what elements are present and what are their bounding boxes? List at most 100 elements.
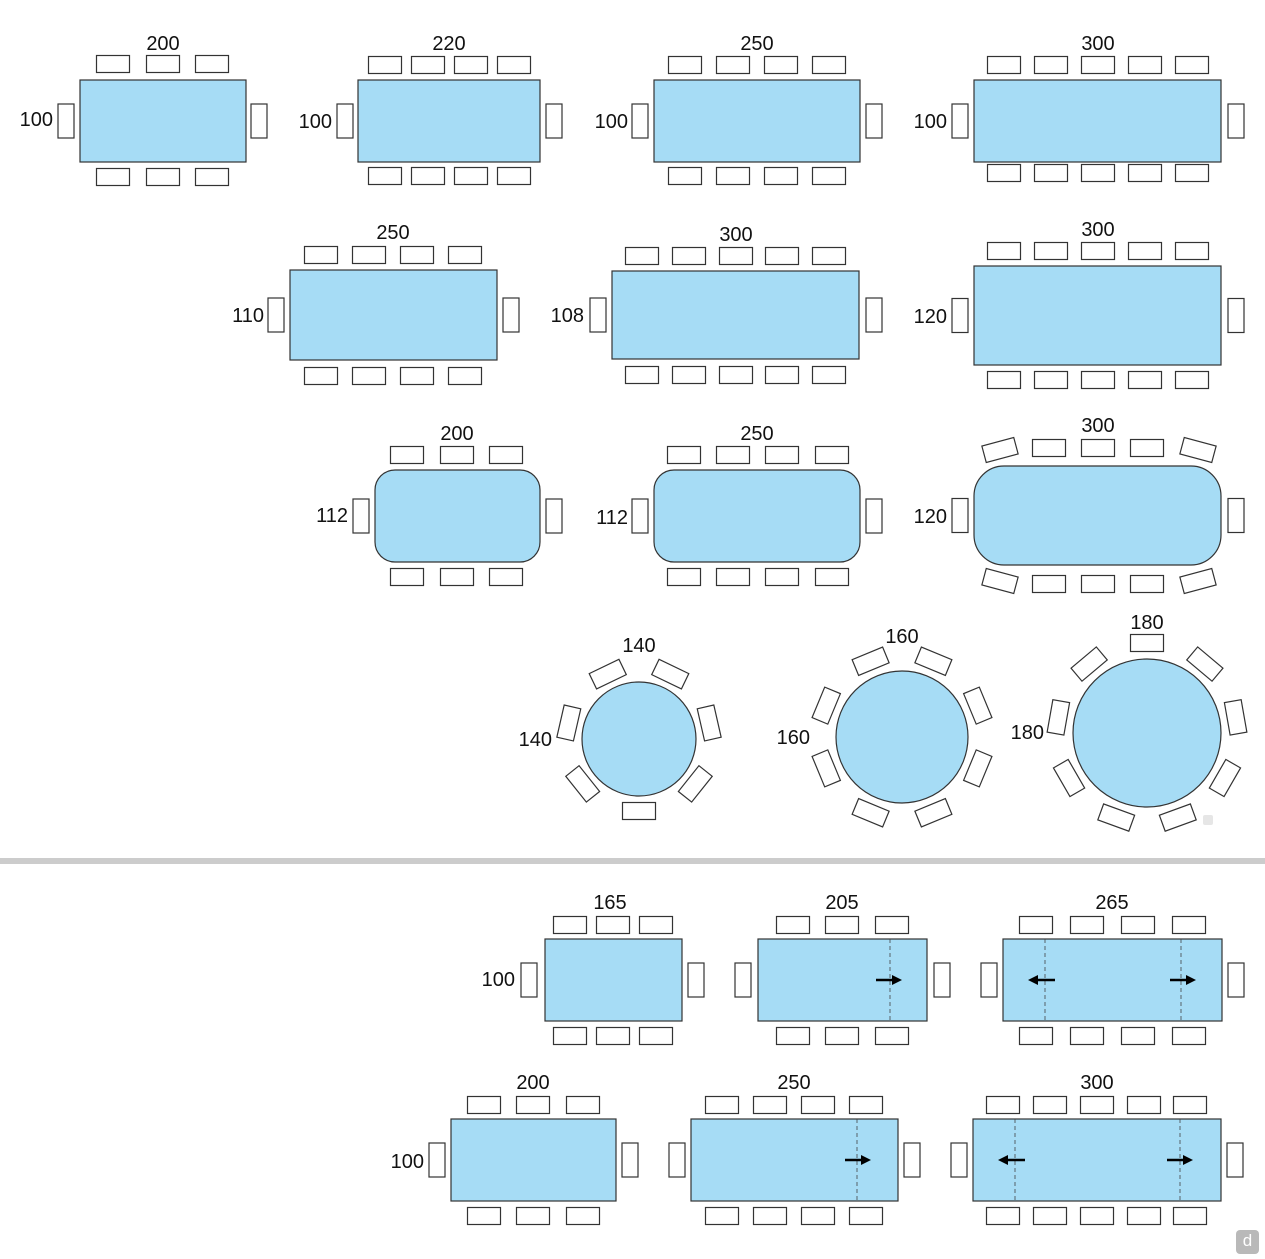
table-top [611,270,860,360]
depth-label: 108 [551,305,584,327]
chair-icon [1129,633,1165,653]
chair-icon [1069,915,1105,935]
width-label: 205 [825,892,858,914]
chair-icon [250,103,268,139]
chair-icon [715,166,751,186]
diameter-label: 160 [777,727,810,749]
chair-icon [496,166,532,186]
table-top [79,79,247,163]
chair-icon [1174,241,1210,261]
chair-icon [352,498,370,534]
chair-icon [1171,1026,1207,1046]
chair-icon [565,1206,601,1226]
chair-icon [800,1206,836,1226]
chair-icon [638,915,674,935]
chair-icon [303,245,339,265]
chair-icon [595,915,631,935]
chair-icon [903,1142,921,1178]
chair-icon [399,245,435,265]
width-label: 250 [777,1072,810,1094]
width-label: 220 [432,33,465,55]
chair-icon [986,370,1022,390]
chair-icon [1171,915,1207,935]
table-top [653,79,861,163]
chair-icon [1031,574,1067,594]
chair-icon [631,103,649,139]
brand-logo: d [1236,1230,1259,1254]
depth-label: 100 [20,109,53,131]
chair-icon [351,245,387,265]
chair-icon [624,246,660,266]
chair-icon [811,166,847,186]
table-top [581,681,697,797]
chair-icon [1185,646,1224,683]
chair-icon [351,366,387,386]
chair-icon [814,445,850,465]
chair-icon [764,445,800,465]
depth-label: 100 [391,1151,424,1173]
width-label: 265 [1095,892,1128,914]
chair-icon [950,1142,968,1178]
extendable-table: 205 [734,892,951,1046]
chair-icon [980,962,998,998]
width-label: 250 [376,222,409,244]
chair-icon [621,801,657,821]
diameter-label: 140 [519,729,552,751]
chair-icon [367,166,403,186]
chair-icon [145,167,181,187]
chair-icon [704,1206,740,1226]
chair-icon [865,103,883,139]
depth-label: 100 [595,111,628,133]
chair-icon [545,103,563,139]
chair-icon [502,297,520,333]
width-label: 300 [1080,1072,1113,1094]
chair-icon [775,915,811,935]
chair-icon [1172,1206,1208,1226]
chair-icon [428,1142,446,1178]
extension-arrow-icon [1167,1155,1193,1165]
chair-icon [1080,241,1116,261]
chair-icon [545,498,563,534]
chair-icon [399,366,435,386]
depth-label: 112 [316,505,348,527]
chair-icon [811,686,842,725]
chair-icon [914,797,953,828]
chair-icon [194,167,230,187]
chair-icon [595,1026,631,1046]
chair-icon [800,1095,836,1115]
depth-label: 110 [232,305,264,327]
table-top [1072,658,1222,808]
chair-icon [874,915,910,935]
chair-icon [986,241,1022,261]
chair-icon [874,1026,910,1046]
extension-arrow-icon [876,975,902,985]
chair-icon [985,1206,1021,1226]
chair-icon [671,365,707,385]
chair-icon [763,55,799,75]
chair-icon [951,497,969,534]
chair-icon [466,1095,502,1115]
chair-icon [962,749,993,788]
chair-icon [447,245,483,265]
chair-icon [1227,962,1245,998]
chair-icon [1080,370,1116,390]
chair-icon [933,962,951,998]
table-top [973,265,1222,366]
chair-icon [1033,241,1069,261]
chair-icon [687,962,705,998]
chair-icon [453,166,489,186]
chair-icon [650,658,690,690]
chair-icon [865,297,883,333]
width-label: 250 [740,33,773,55]
chair-icon [565,1095,601,1115]
chair-icon [1120,1026,1156,1046]
chair-icon [410,55,446,75]
chair-icon [336,103,354,139]
chair-icon [715,55,751,75]
chair-icon [515,1206,551,1226]
